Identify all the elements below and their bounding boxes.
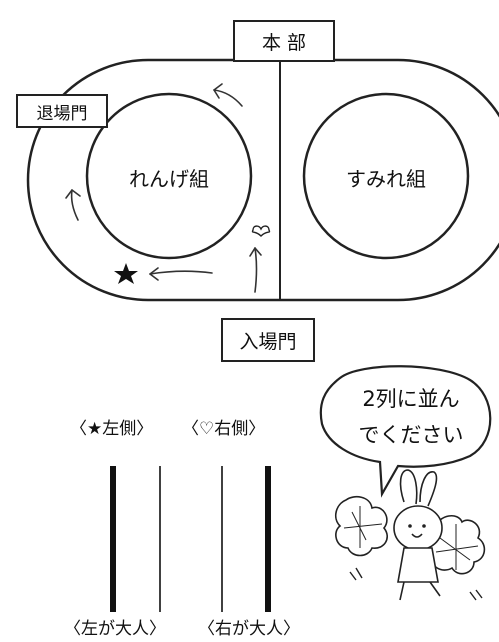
right-circle-label: すみれ組: [346, 167, 426, 191]
left-circle-label: れんげ組: [129, 167, 209, 191]
line-columns: [110, 466, 271, 612]
left-circle: [85, 92, 253, 260]
star-icon: [114, 263, 138, 284]
speech-bubble-line-2: でください: [358, 423, 464, 447]
exit-gate-label: 退場門: [36, 103, 88, 124]
speech-bubble-line-1: 2列に並ん: [362, 387, 460, 411]
entrance-gate-label: 入場門: [239, 330, 297, 353]
entrance-gate-box: 入場門: [221, 318, 315, 362]
heart-icon: [251, 225, 271, 237]
right-column-title: 〈♡右側〉: [182, 419, 266, 439]
speech-bubble: [319, 365, 492, 498]
right-circle: [302, 92, 470, 260]
cheerleader-rabbit-icon: [334, 469, 486, 601]
right-column-note: 〈右が大人〉: [198, 619, 300, 639]
left-column-title: 〈★左側〉: [70, 419, 154, 439]
direction-arrows: [65, 83, 262, 293]
exit-gate-box: 退場門: [16, 94, 108, 128]
left-column-note: 〈左が大人〉: [64, 619, 166, 639]
headquarters-label: 本 部: [261, 31, 307, 54]
headquarters-box: 本 部: [233, 20, 335, 62]
